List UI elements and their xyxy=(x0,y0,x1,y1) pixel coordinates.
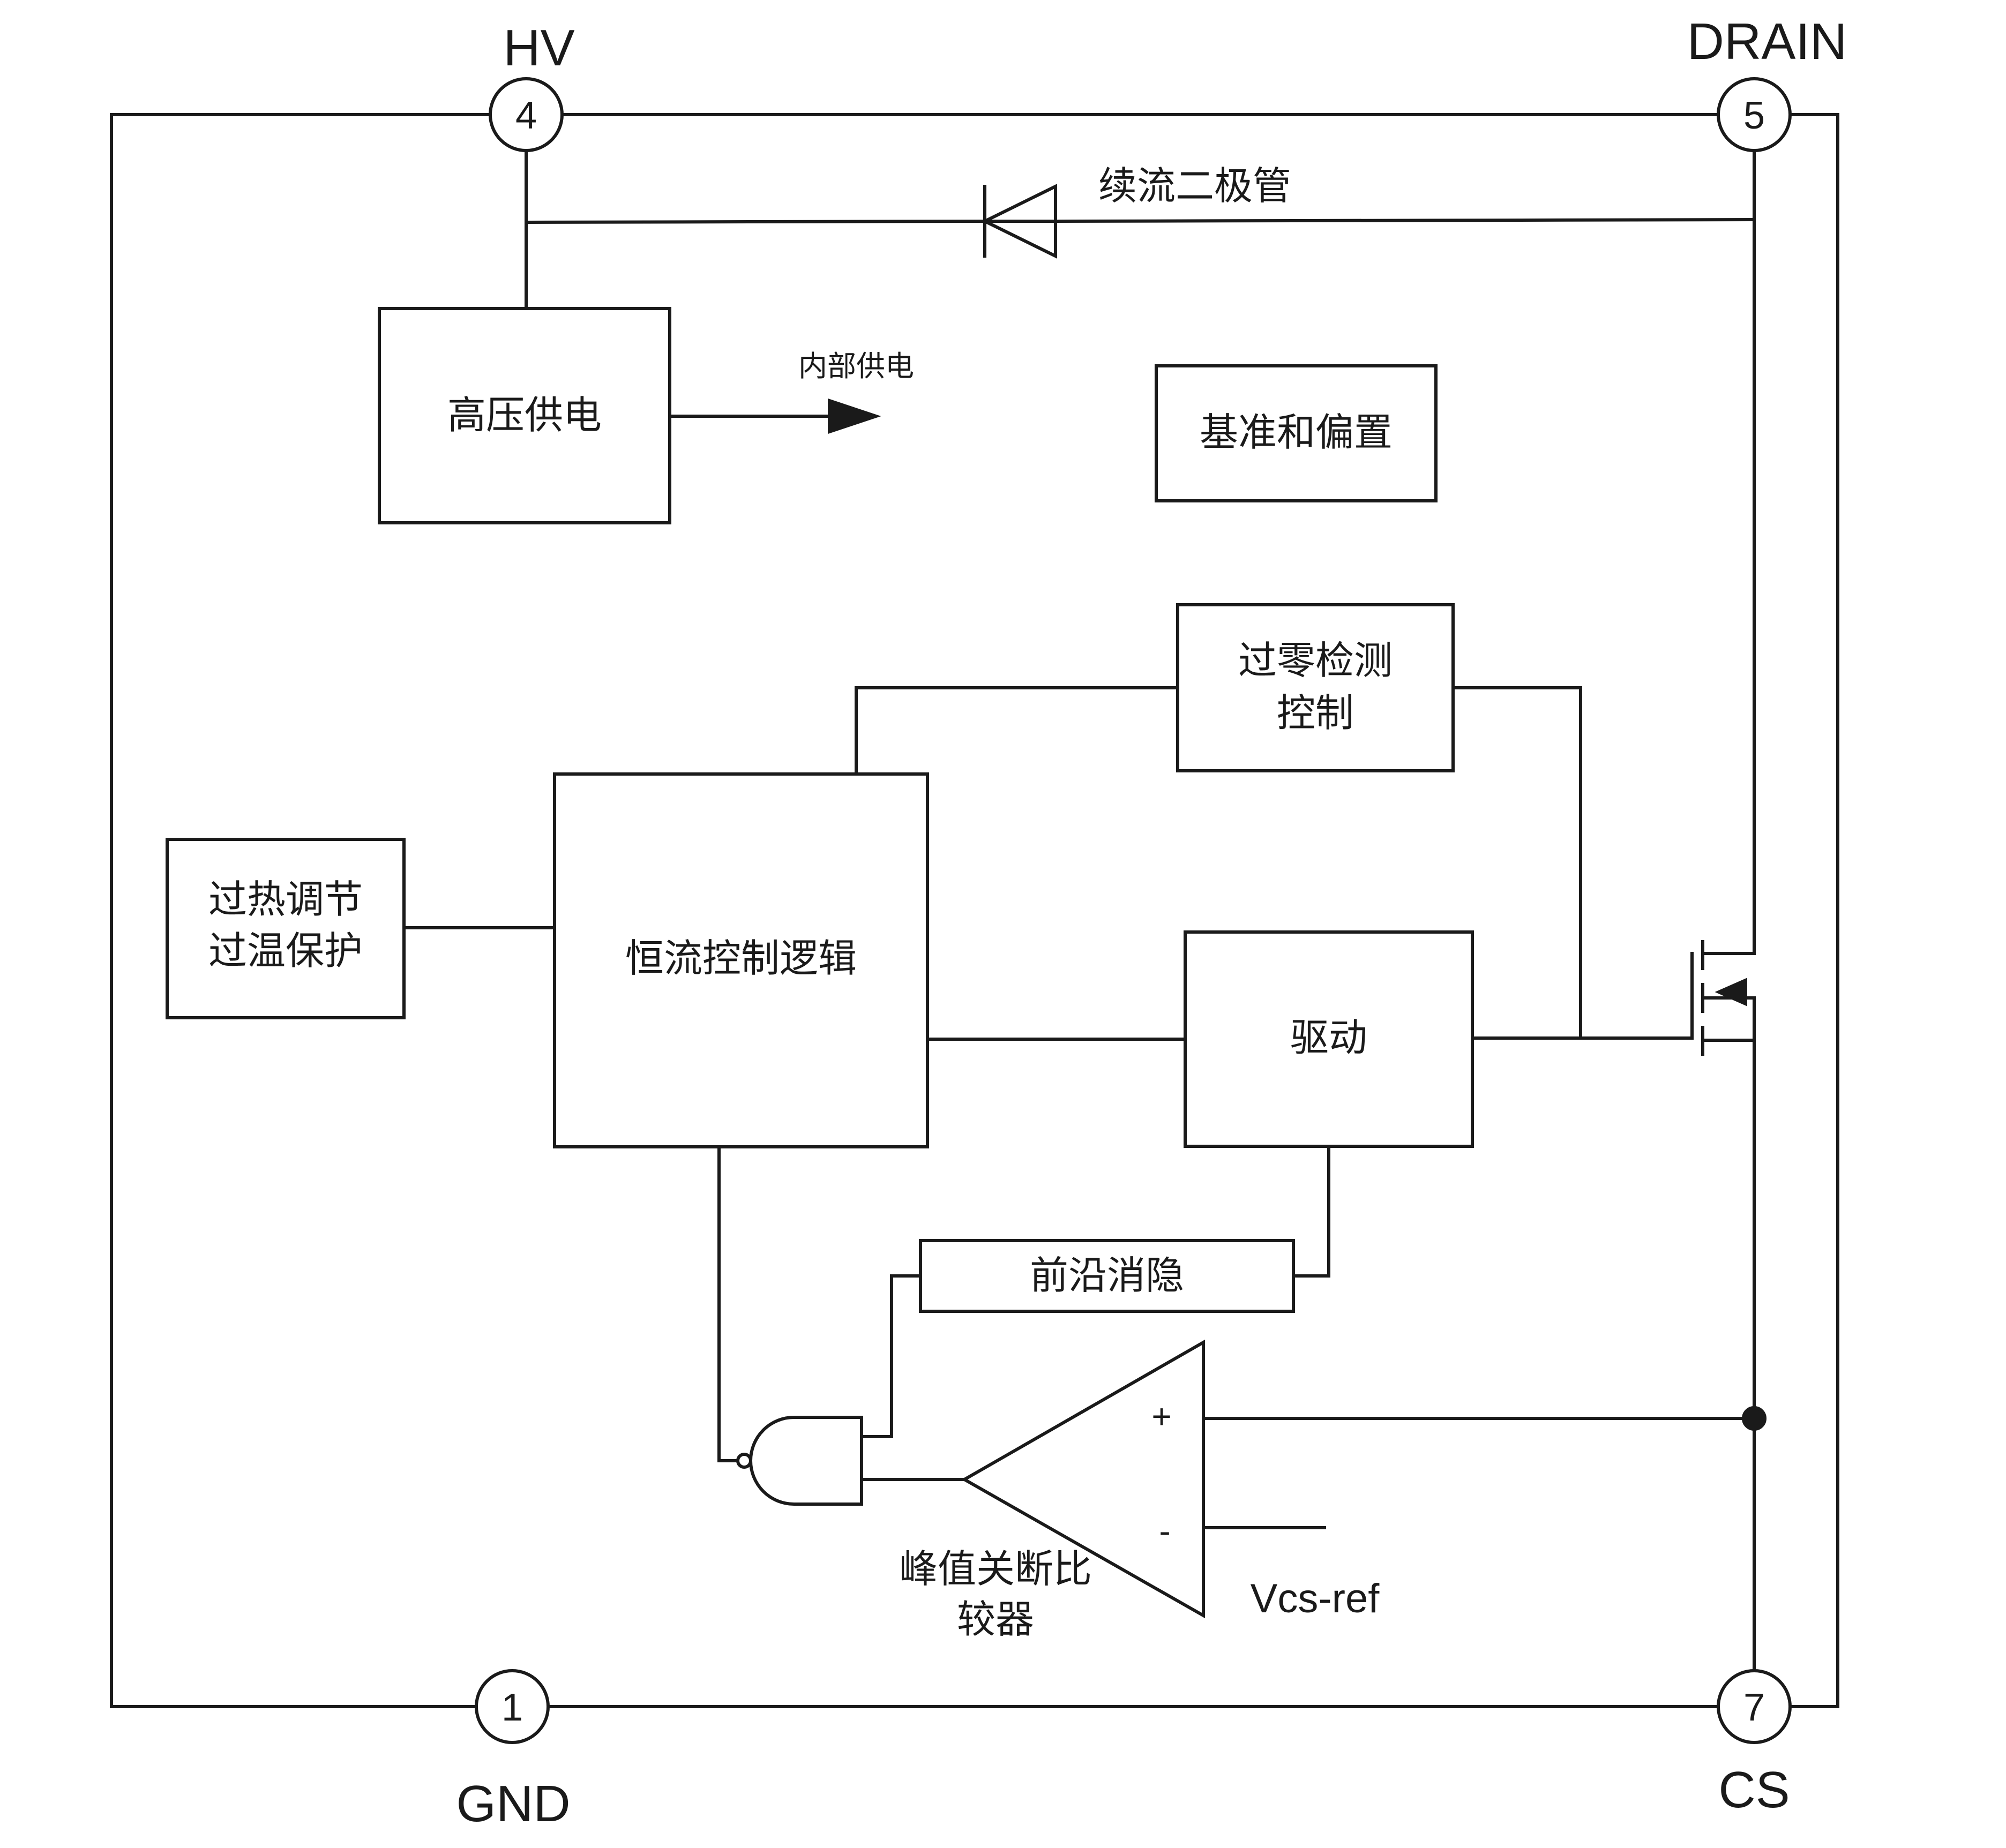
leb-label: 前沿消隐 xyxy=(1030,1253,1184,1298)
comparator-minus-sign: - xyxy=(1159,1512,1170,1550)
thermal-label-line2: 过温保护 xyxy=(208,928,363,973)
nand-gate xyxy=(736,1416,863,1506)
pin-cs: 7 CS xyxy=(1717,1669,1792,1819)
comparator-input-wiring xyxy=(1202,1406,1767,1529)
freewheel-diode-symbol xyxy=(981,184,1057,259)
driver-block: 驱动 xyxy=(1184,930,1474,1148)
vcs-ref-label: Vcs-ref xyxy=(1251,1576,1380,1621)
cc-logic-label: 恒流控制逻辑 xyxy=(625,936,857,981)
pin-drain-number: 5 xyxy=(1743,94,1765,137)
leb-wiring xyxy=(860,1145,1330,1438)
pin-cs-label: CS xyxy=(1718,1761,1790,1819)
hv-supply-label: 高压供电 xyxy=(447,393,602,438)
reference-bias-block: 基准和偏置 xyxy=(1155,364,1438,502)
pin-gnd: 1 GND xyxy=(456,1669,571,1832)
zero-cross-label-line1: 过零检测 xyxy=(1238,638,1393,683)
pin-hv-label: HV xyxy=(503,19,574,77)
cc-logic-block: 恒流控制逻辑 xyxy=(553,772,929,1148)
thermal-label-line1: 过热调节 xyxy=(208,877,363,922)
internal-supply-arrow xyxy=(668,398,881,434)
pin-gnd-number: 1 xyxy=(502,1686,523,1729)
peak-comparator: + - xyxy=(961,1339,1205,1619)
zero-cross-label-line2: 控制 xyxy=(1277,690,1354,735)
hv-wiring xyxy=(524,149,1756,883)
pin-hv-number: 4 xyxy=(515,94,537,137)
package-frame xyxy=(110,113,1839,1708)
comparator-label-line1: 峰值关断比 xyxy=(899,1546,1092,1591)
zero-cross-block: 过零检测 控制 xyxy=(1176,603,1455,772)
pin-drain: 5 DRAIN xyxy=(1687,13,1847,152)
pin-gnd-label: GND xyxy=(456,1775,570,1832)
comparator-plus-sign: + xyxy=(1151,1397,1171,1436)
internal-supply-label: 内部供电 xyxy=(798,349,914,383)
hv-supply-block: 高压供电 xyxy=(378,307,671,524)
driver-label: 驱动 xyxy=(1290,1015,1367,1060)
comparator-label-line2: 较器 xyxy=(957,1597,1034,1642)
logic-to-nand-wiring xyxy=(717,1145,739,1462)
pin-drain-label: DRAIN xyxy=(1687,13,1847,70)
reference-bias-label: 基准和偏置 xyxy=(1200,410,1393,455)
freewheel-diode-label: 续流二极管 xyxy=(1098,163,1291,208)
zero-cross-wiring xyxy=(855,686,1582,1040)
pin-cs-number: 7 xyxy=(1743,1686,1765,1729)
mosfet-symbol xyxy=(1690,880,1756,1672)
leb-block: 前沿消隐 xyxy=(919,1239,1295,1313)
thermal-block: 过热调节 过温保护 xyxy=(166,838,406,1019)
pin-hv: 4 HV xyxy=(489,19,575,152)
